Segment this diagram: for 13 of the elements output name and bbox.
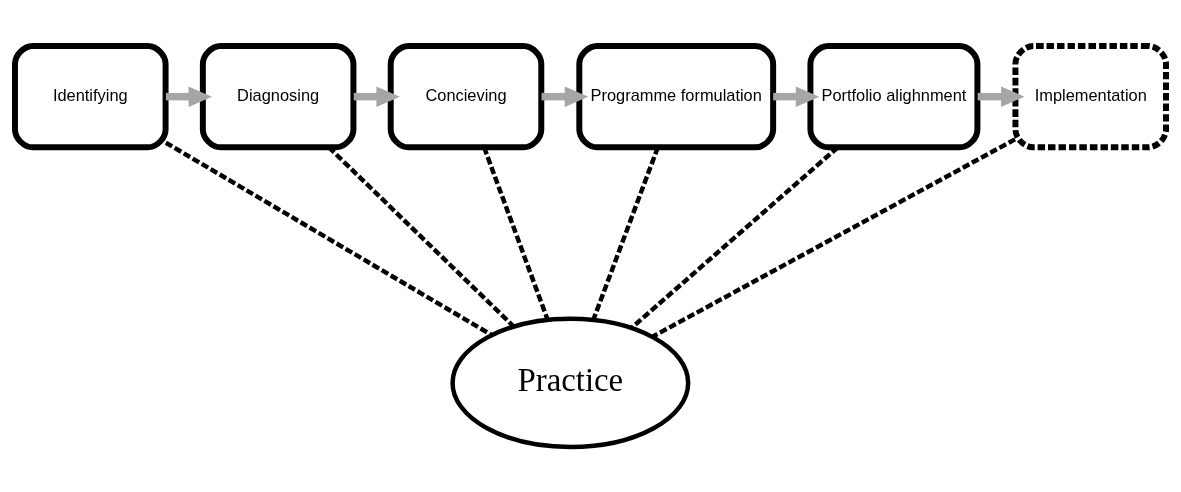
node-ellipse: Practice [450, 316, 691, 449]
node-box: Concieving [387, 42, 545, 150]
arrow [165, 85, 212, 107]
node-box: Implementation [1012, 42, 1169, 150]
node-box: Portfolio alighnment [807, 42, 981, 150]
node-box: Diagnosing [199, 42, 357, 150]
connector [164, 140, 493, 337]
connector [327, 145, 516, 328]
node-box: Identifying [12, 42, 169, 150]
arrow [353, 85, 400, 107]
node-box: Programme formulation [576, 42, 777, 150]
connector [630, 145, 840, 329]
connector [651, 136, 1017, 339]
